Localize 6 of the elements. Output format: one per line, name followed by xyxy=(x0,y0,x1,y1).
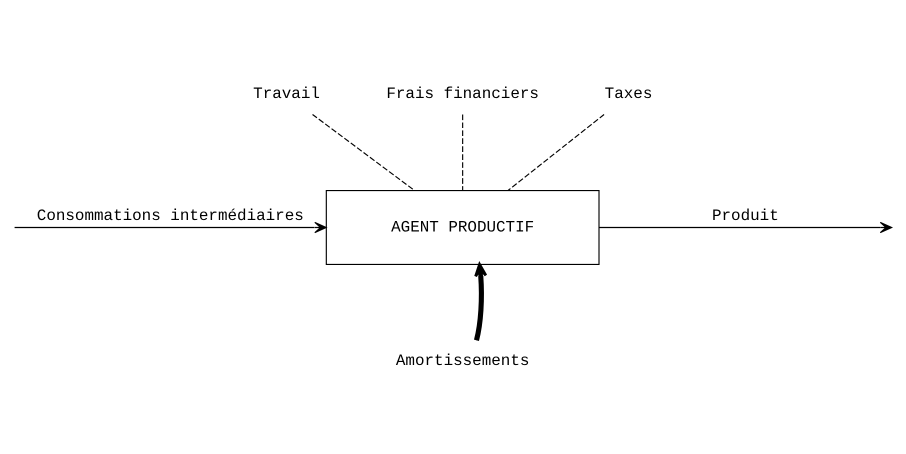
node-text: Frais financiers xyxy=(386,84,539,103)
node-text: Taxes xyxy=(604,84,652,103)
node-text: Amortissements xyxy=(396,352,530,370)
node-text: Travail xyxy=(253,84,320,103)
edge-label: Consommations intermédiaires xyxy=(36,206,304,224)
edge-label: Produit xyxy=(712,206,779,224)
